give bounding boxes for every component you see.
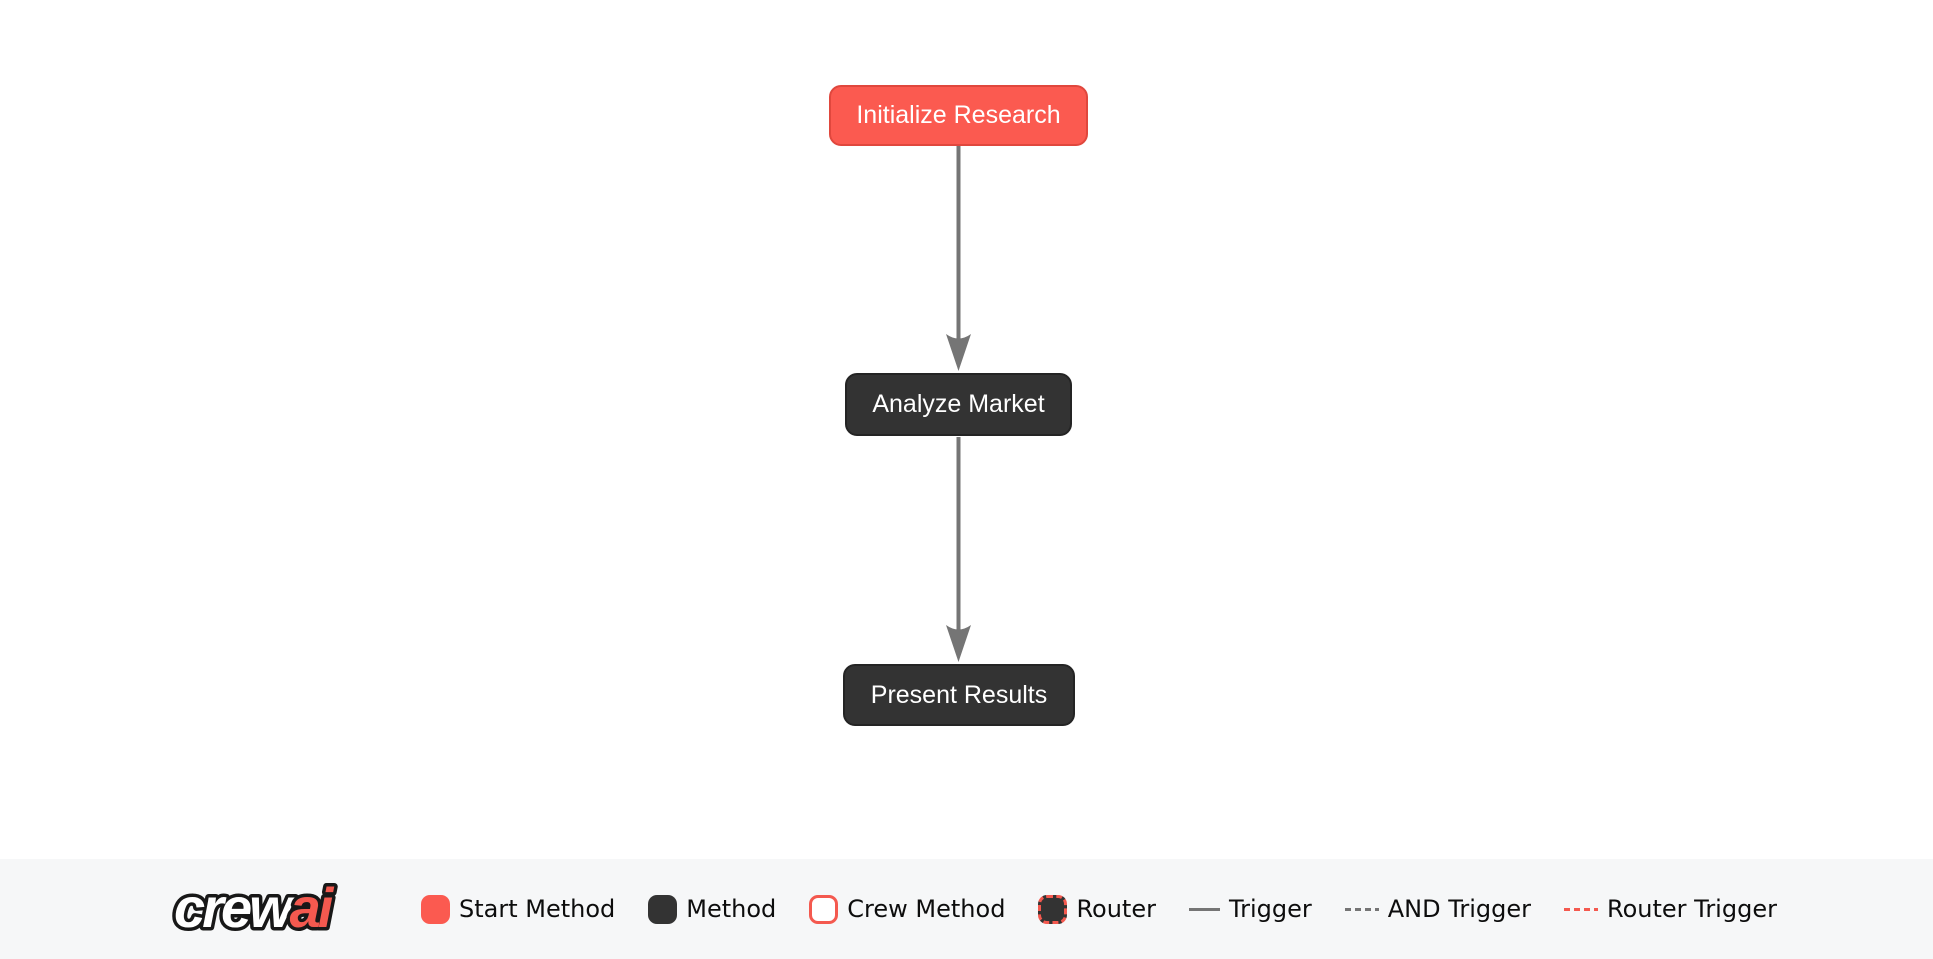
- legend-label-crew-method: Crew Method: [847, 895, 1006, 923]
- flow-canvas[interactable]: Initialize Research Analyze Market Prese…: [0, 0, 1933, 859]
- start-method-swatch-icon: [421, 894, 450, 924]
- legend-item-trigger: Trigger: [1188, 895, 1312, 923]
- and-trigger-line-icon: [1344, 907, 1379, 911]
- legend-label-and-trigger: AND Trigger: [1387, 895, 1532, 923]
- crewai-logo: crewai: [171, 875, 342, 943]
- trigger-line-icon: [1188, 907, 1220, 911]
- legend-item-and-trigger: AND Trigger: [1344, 895, 1532, 923]
- arrowhead-icon: [946, 625, 971, 662]
- router-swatch-icon: [1038, 894, 1068, 924]
- legend-item-router-trigger: Router Trigger: [1564, 895, 1777, 923]
- crew-method-swatch-icon: [809, 894, 839, 924]
- legend-bar: crewai Start Method Method Crew Method R…: [0, 859, 1933, 959]
- method-swatch-icon: [648, 894, 678, 924]
- legend-label-router-trigger: Router Trigger: [1607, 895, 1777, 923]
- node-present-results[interactable]: Present Results: [843, 664, 1075, 726]
- legend-label-method: Method: [686, 895, 777, 923]
- legend-item-crew-method: Crew Method: [809, 894, 1006, 924]
- legend-item-method: Method: [648, 894, 777, 924]
- legend-label-trigger: Trigger: [1228, 895, 1312, 923]
- legend-item-router: Router: [1038, 894, 1156, 924]
- legend-label-start-method: Start Method: [459, 895, 616, 923]
- logo-text-ai: ai: [290, 876, 335, 939]
- legend-item-start-method: Start Method: [421, 894, 616, 924]
- router-trigger-line-icon: [1564, 907, 1599, 911]
- node-analyze-market[interactable]: Analyze Market: [845, 373, 1072, 436]
- node-initialize-research[interactable]: Initialize Research: [829, 85, 1088, 146]
- arrowhead-icon: [946, 334, 971, 371]
- svg-text:crewai: crewai: [174, 876, 335, 939]
- legend-label-router: Router: [1076, 895, 1156, 923]
- logo-text-crew: crew: [174, 876, 296, 939]
